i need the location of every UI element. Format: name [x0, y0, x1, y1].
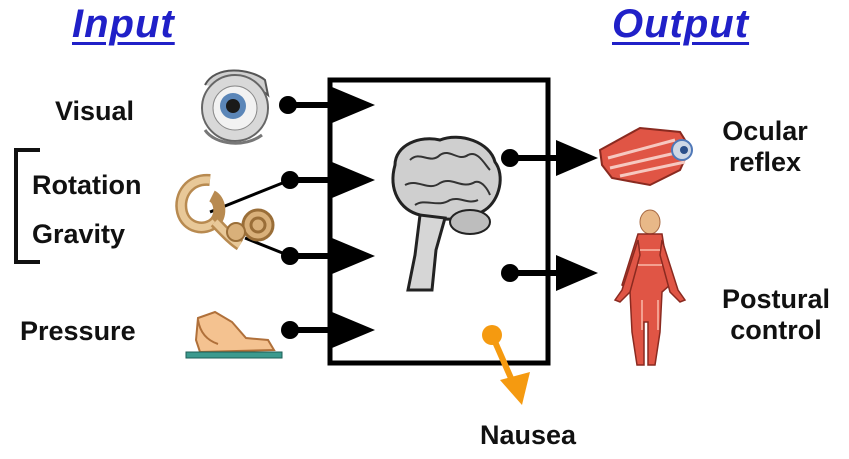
eye-icon — [202, 70, 268, 143]
foot-icon — [186, 312, 282, 358]
input-bracket — [16, 150, 40, 262]
eye-muscle-icon — [600, 128, 692, 185]
inner-ear-icon — [181, 180, 273, 245]
human-muscle-figure-icon — [615, 210, 685, 365]
